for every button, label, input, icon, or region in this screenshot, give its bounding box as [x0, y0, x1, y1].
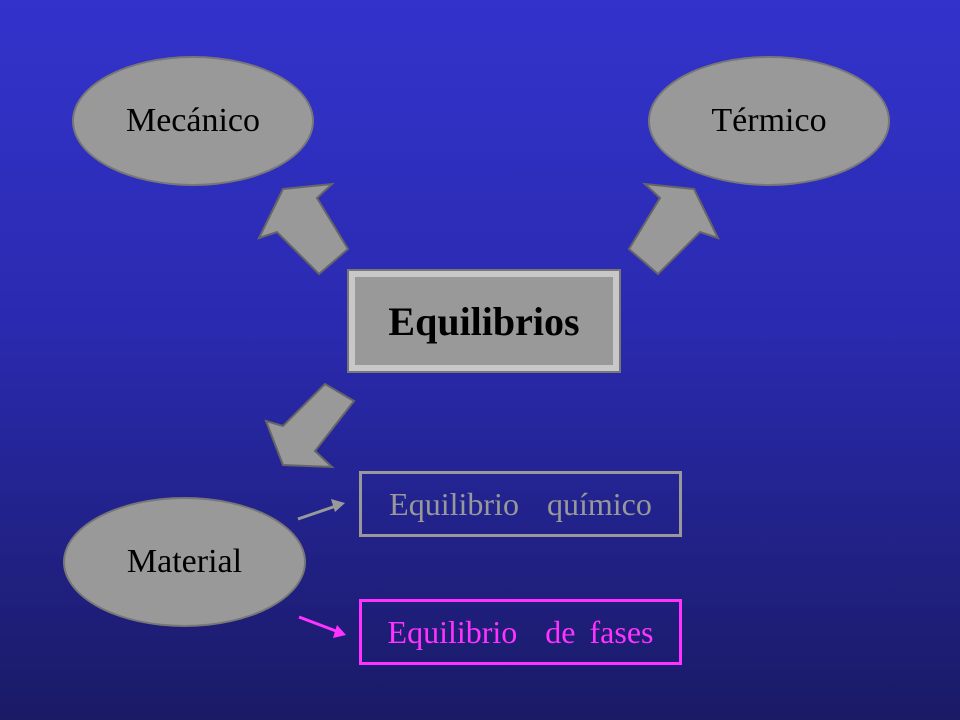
arrow-to-material [264, 382, 356, 469]
box-equilibrio-quimico: Equilibrio químico [359, 471, 682, 537]
node-mecanico: Mecánico [72, 56, 314, 186]
box-equilibrio-fases: Equilibrio de fases [359, 599, 682, 665]
arrow-to-mecanico [257, 182, 350, 276]
center-box-label: Equilibrios [388, 298, 580, 344]
arrow-to-fases [298, 615, 346, 638]
node-mecanico-label: Mecánico [125, 102, 261, 139]
center-box-equilibrios: Equilibrios [347, 269, 621, 373]
box-equilibrio-quimico-label: Equilibrio químico [389, 485, 652, 522]
node-material: Material [63, 497, 306, 627]
node-material-label: Material [126, 543, 243, 580]
node-termico-label: Térmico [711, 102, 827, 139]
arrow-to-termico [627, 182, 720, 276]
arrow-to-quimico [297, 499, 345, 521]
box-equilibrio-fases-label: Equilibrio de fases [387, 613, 654, 650]
node-termico: Térmico [648, 56, 890, 186]
